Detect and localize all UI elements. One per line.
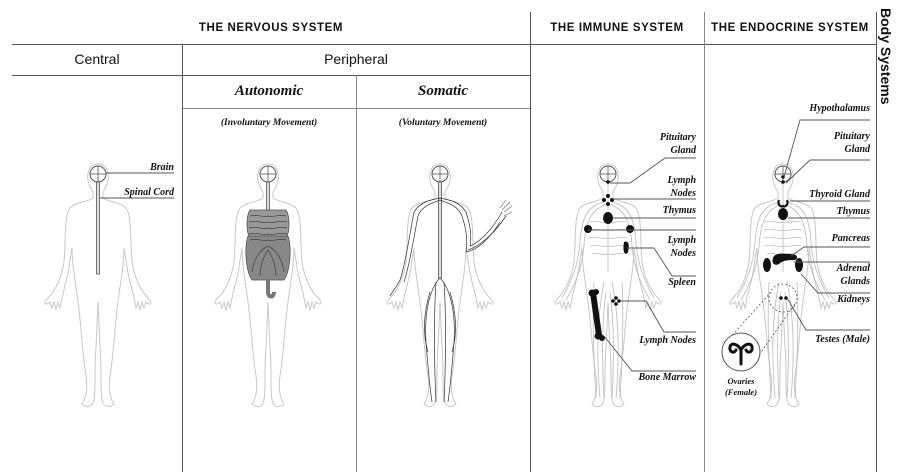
- nervous-system-title: THE NERVOUS SYSTEM: [198, 22, 344, 34]
- spleen-shape: [623, 241, 629, 254]
- testes-zoom-circle: [768, 283, 798, 313]
- endocrine-label-kidneys: Kidneys: [837, 294, 870, 305]
- somatic-nerves: [389, 197, 507, 403]
- armpit-lymph-node-left: [584, 225, 592, 233]
- armpit-lymph-node-right: [626, 225, 634, 233]
- autonomic-somatic-divider: [356, 75, 357, 472]
- inset-connector-lines: [727, 291, 796, 366]
- femur-bone: [588, 289, 605, 341]
- endocrine-system-title: THE ENDOCRINE SYSTEM: [711, 22, 869, 34]
- endocrine-label-testes: Testes (Male): [815, 334, 870, 345]
- spinal-cord-label: Spinal Cord: [124, 187, 174, 198]
- endocrine-leader-lines: [783, 119, 870, 331]
- immune-system-title: THE IMMUNE SYSTEM: [550, 22, 684, 34]
- endocrine-thymus-shape: [778, 208, 788, 220]
- immune-column-divider: [530, 12, 531, 472]
- autonomic-organs: [245, 209, 291, 299]
- thyroid-shape: [777, 199, 789, 208]
- autonomic-note: (Involuntary Movement): [220, 118, 318, 128]
- somatic-label: Somatic: [417, 83, 468, 99]
- immune-label-thymus: Thymus: [662, 205, 696, 216]
- right-border: [876, 12, 877, 472]
- somatic-note: (Voluntary Movement): [398, 118, 488, 128]
- brain-label: Brain: [150, 162, 174, 173]
- testis-right: [784, 296, 788, 300]
- endocrine-label-thymus: Thymus: [836, 206, 870, 217]
- endocrine-label-thyroid-gland: Thyroid Gland: [809, 189, 870, 200]
- autonomic-label: Autonomic: [234, 83, 304, 99]
- immune-leader-lines: [588, 157, 696, 372]
- ovaries-inset-label: Ovaries(Female): [724, 376, 758, 397]
- peripheral-label: Peripheral: [324, 51, 388, 67]
- endocrine-pituitary-dot: [781, 180, 785, 184]
- testis-left: [779, 296, 783, 300]
- groin-lymph-node: [611, 296, 621, 306]
- immune-label-spleen: Spleen: [668, 277, 696, 288]
- immune-label-bone-marrow: Bone Marrow: [638, 372, 696, 383]
- kidney-right: [795, 258, 803, 272]
- central-column-divider: [182, 44, 183, 472]
- ovaries-icon: [728, 342, 754, 366]
- pancreas-shape: [772, 253, 798, 265]
- endocrine-label-pancreas: Pancreas: [831, 233, 870, 244]
- spinal-cord-shape: [96, 181, 100, 275]
- endocrine-label-hypothalamus: Hypothalamus: [809, 103, 870, 114]
- immune-label-lymph-nodes-groin: Lymph Nodes: [639, 335, 696, 346]
- thymus-shape: [603, 212, 613, 224]
- header-divider: [12, 44, 876, 45]
- kidney-left: [763, 258, 771, 272]
- central-label: Central: [74, 51, 120, 67]
- central-peripheral-divider: [12, 75, 530, 76]
- endocrine-column-divider: [704, 12, 705, 472]
- pituitary-dot: [606, 180, 610, 184]
